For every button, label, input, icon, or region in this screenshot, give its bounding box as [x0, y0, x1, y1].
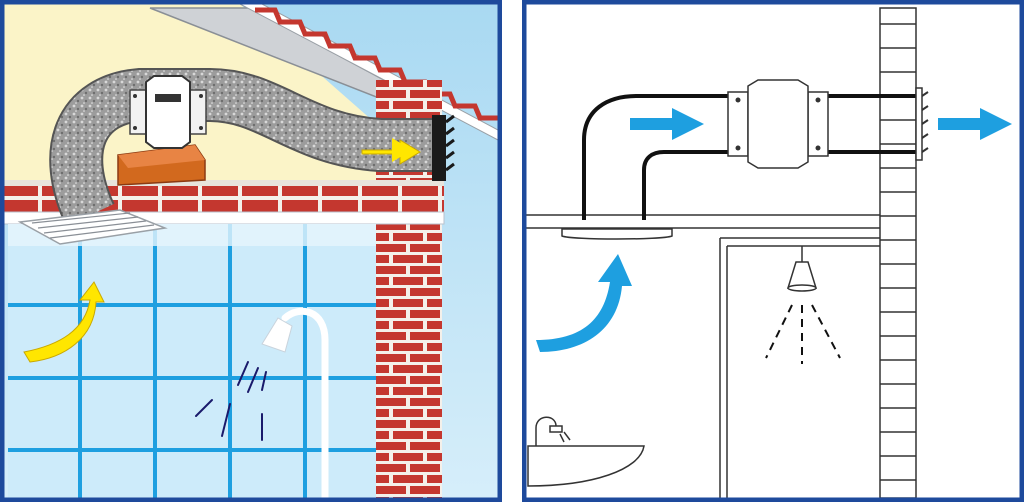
right-panel — [522, 0, 1024, 502]
exhaust-arrow — [938, 108, 1012, 140]
tiled-wall — [8, 224, 376, 498]
inline-fan — [727, 79, 829, 169]
duct-flow-arrow — [630, 108, 704, 140]
brick-courses — [880, 23, 916, 481]
schematic-diagram — [522, 0, 1024, 502]
elbow-duct — [582, 94, 917, 220]
roof-tiles — [255, 7, 498, 121]
ceiling-top-edge — [4, 180, 444, 186]
door-frame — [719, 237, 880, 498]
water-spray — [195, 361, 267, 441]
tile-grout — [8, 224, 376, 498]
panel-frame — [0, 0, 502, 502]
ceiling-diffuser — [17, 209, 168, 245]
panel-frame — [522, 0, 1024, 502]
intake-arrow — [23, 281, 105, 363]
faucet-water — [559, 431, 571, 443]
water-spray — [765, 304, 841, 364]
exhaust-arrow-head — [360, 138, 412, 162]
ceiling-diffuser — [561, 228, 673, 240]
brick-wall — [879, 7, 917, 499]
cutaway-illustration — [0, 0, 502, 502]
left-panel — [0, 0, 502, 502]
flexible-duct — [51, 70, 440, 226]
washbasin — [527, 416, 645, 487]
exterior-grille — [432, 114, 455, 181]
brick-support-top — [118, 145, 205, 168]
inline-fan — [129, 75, 207, 149]
intake-arrow — [536, 254, 632, 352]
exterior-grille — [915, 87, 929, 161]
shower — [195, 307, 329, 502]
shower-head — [786, 246, 818, 292]
